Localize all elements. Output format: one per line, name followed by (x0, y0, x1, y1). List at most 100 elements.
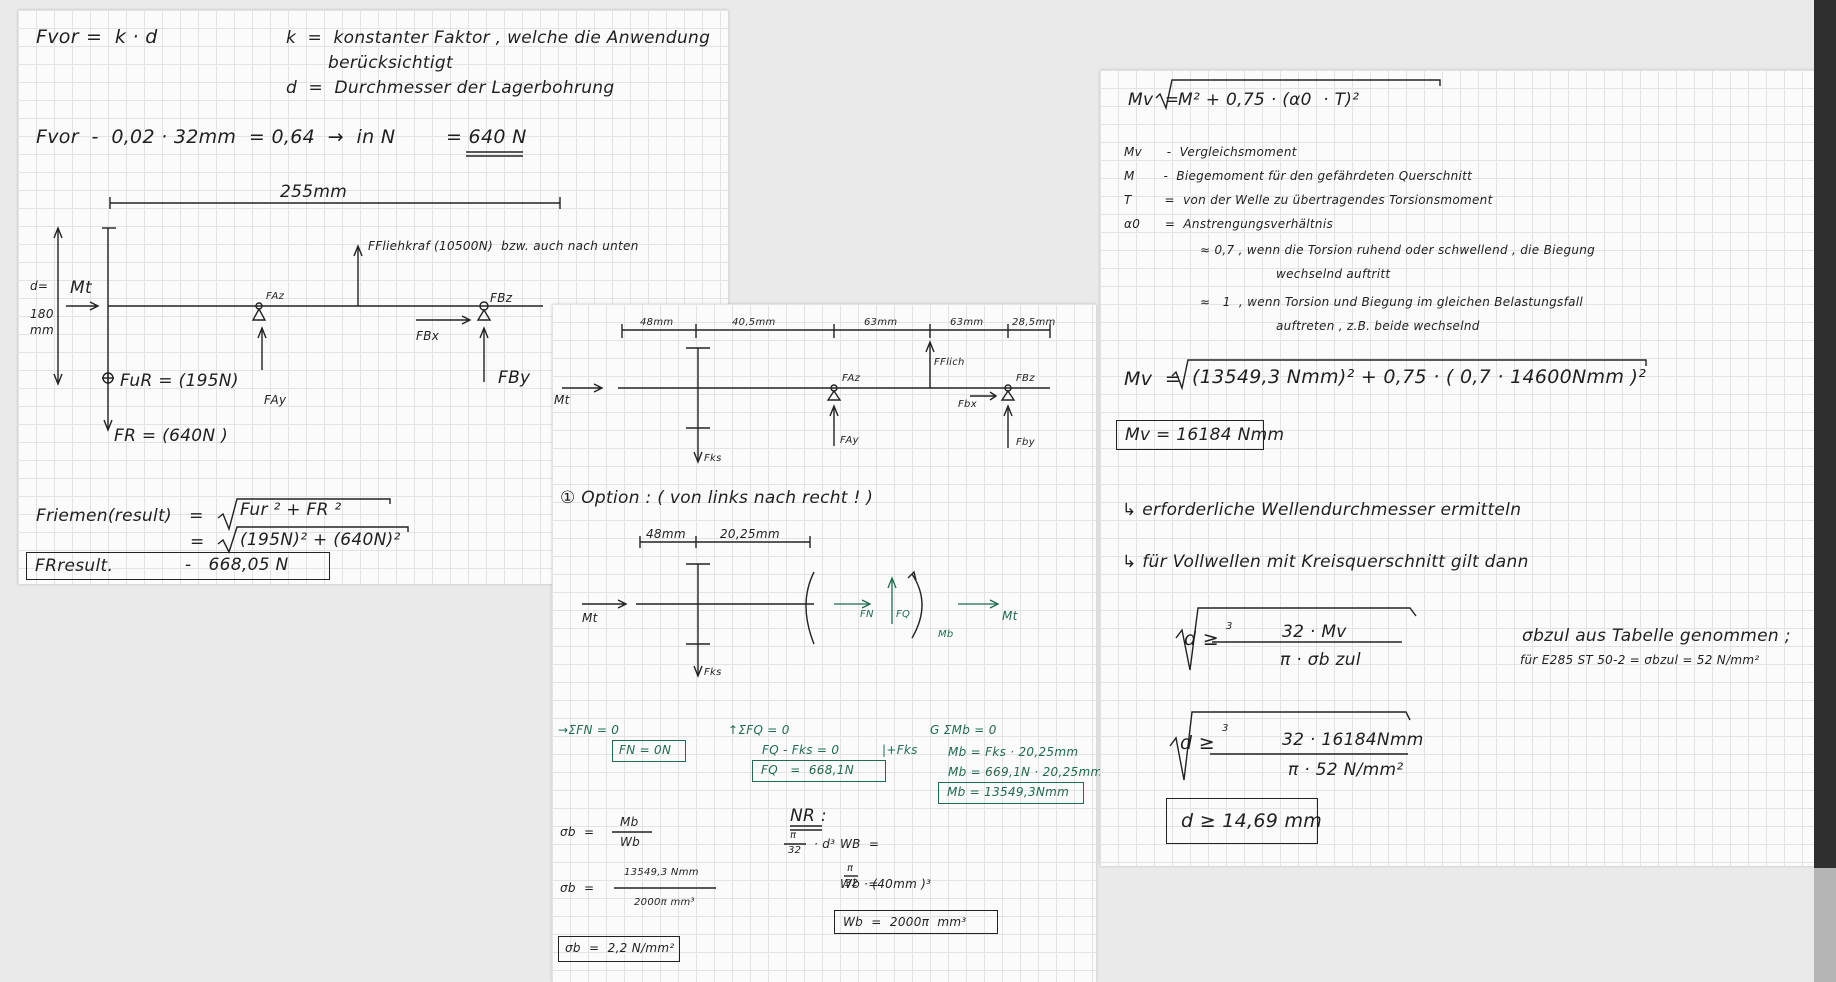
wb-result-box: Wb = 2000π mm³ (834, 910, 998, 934)
force-fbz: FBz (1016, 373, 1035, 384)
sigma-b-denominator-2: 2000π mm³ (634, 897, 695, 908)
k-definition: k = konstanter Faktor , welche die Anwen… (286, 28, 711, 48)
force-faz: FAz (842, 373, 861, 384)
alpha-case-2-cont: auftreten , z.B. beide wechselnd (1276, 319, 1480, 333)
torque-mt: Mt (70, 278, 92, 298)
mv-calc: Mv = (1124, 368, 1182, 390)
diameter-value: 180 (30, 307, 54, 321)
fresult-label: FRresult. (35, 556, 114, 576)
sigma-b-denominator: Wb (620, 835, 641, 849)
force-fbx: FBx (416, 329, 440, 343)
friemen-equals: = (190, 532, 205, 552)
alpha-case-1: ≈ 0,7 , wenn die Torsion ruhend oder sch… (1200, 243, 1596, 257)
mv-result: Mv = 16184 Nmm (1125, 425, 1285, 445)
definition-m: M - Biegemoment für den gefährdeten Quer… (1124, 169, 1473, 183)
k-definition-cont: berücksichtigt (328, 53, 453, 73)
wb-formula: WB = (840, 837, 880, 851)
sigma-b-numerator: Mb (620, 815, 639, 829)
fq-equation: FQ - Fks = 0 (762, 743, 840, 757)
wb-formula-2: Wb = (840, 877, 879, 891)
force-fks-2: Fks (704, 667, 722, 678)
mb-equation-2: Mb = 669,1N · 20,25mm (948, 765, 1103, 779)
force-fay: FAy (840, 435, 859, 446)
dim-28-5mm: 28,5mm (1012, 317, 1056, 328)
friemen-label: Friemen(result) = (36, 506, 204, 526)
d2-numerator: 32 · 16184Nmm (1282, 730, 1424, 750)
force-fbz: FBz (490, 291, 513, 305)
torque-mt-3: Mt (1002, 609, 1018, 623)
force-fur: FuR = (195N) (120, 371, 239, 391)
definition-alpha: α0 = Anstrengungsverhältnis (1124, 217, 1334, 231)
note-wellendurchmesser: ↳ erforderliche Wellendurchmesser ermitt… (1122, 500, 1522, 520)
d2-denominator: π · 52 N/mm² (1288, 760, 1404, 780)
d1-numerator: 32 · Mv (1282, 622, 1347, 642)
mv-result-box: Mv = 16184 Nmm (1116, 420, 1284, 450)
scrollbar-thumb[interactable] (1814, 868, 1836, 982)
sigma-note-1: σbzul aus Tabelle genommen ; (1522, 626, 1791, 646)
friemen-radicand-2: (195N)² + (640N)² (240, 530, 401, 550)
mb-result-box: Mb = 13549,3Nmm (938, 782, 1084, 804)
alpha-case-1-cont: wechselnd auftritt (1276, 267, 1391, 281)
note-page-2: 48mm 40,5mm 63mm 63mm 28,5mm Mt Fks FAz … (552, 304, 1102, 982)
note-page-1: Fvor = k · d k = konstanter Faktor , wel… (18, 10, 728, 584)
fq-result: FQ = 668,1N (761, 763, 855, 777)
wb-32: 32 (788, 845, 802, 856)
torque-mt-2: Mt (582, 611, 598, 625)
eq-sum-fq: ↑ΣFQ = 0 (728, 723, 790, 737)
force-fby: FBy (498, 368, 531, 388)
diameter-unit: mm (30, 323, 54, 337)
fq-plus-fks: |+Fks (882, 743, 918, 757)
force-fks: Fks (704, 453, 722, 464)
force-fq: FQ (896, 609, 911, 620)
note-page-3: Mv = M² + 0,75 · (α0 · T)² Mv - Vergleic… (1100, 70, 1832, 866)
friemen-radicand: Fur ² + FR ² (240, 500, 342, 520)
fn-result-box: FN = 0N (612, 740, 686, 762)
dim-63mm-a: 63mm (864, 317, 898, 328)
page1-diagram (53, 151, 561, 554)
eq-sum-fn: →ΣFN = 0 (558, 723, 620, 737)
sigma-b-formula: σb = (560, 825, 595, 839)
mb-result: Mb = 13549,3Nmm (947, 785, 1070, 799)
force-fflich: FFlich (934, 357, 965, 368)
d-definition: d = Durchmesser der Lagerbohrung (286, 78, 615, 98)
option-heading: ① Option : ( von links nach recht ! ) (560, 488, 874, 508)
nr-label: NR : (790, 806, 827, 826)
force-fay: FAy (264, 393, 287, 407)
sigma-note-2: für E285 ST 50-2 = σbzul = 52 N/mm² (1520, 653, 1760, 667)
force-fflieh: FFliehkraf (10500N) bzw. auch nach unten (368, 239, 639, 253)
fq-result-box: FQ = 668,1N (752, 760, 886, 782)
dim2-20-25mm: 20,25mm (720, 527, 780, 541)
mv-calc-radicand: (13549,3 Nmm)² + 0,75 · ( 0,7 · 14600Nmm… (1192, 366, 1647, 388)
wb2-pi: π (847, 863, 854, 874)
fresult-value: - 668,05 N (185, 555, 289, 575)
dim2-48mm: 48mm (646, 527, 686, 541)
d-inequality-1: d ≥ (1184, 628, 1219, 650)
d-inequality-2: d ≥ (1180, 732, 1215, 754)
eq-sum-mb: G ΣMb = 0 (930, 723, 997, 737)
fvor-result: = 640 N (446, 126, 527, 148)
dim-63mm-b: 63mm (950, 317, 984, 328)
fresult-box: FRresult. - 668,05 N (26, 552, 330, 580)
wb-pi: π (790, 830, 797, 841)
wb-40mm: · (40mm )³ (864, 877, 932, 891)
vertical-scrollbar[interactable] (1814, 0, 1836, 982)
note-vollwellen: ↳ für Vollwellen mit Kreisquerschnitt gi… (1122, 552, 1529, 572)
force-fbx: Fbx (958, 399, 977, 410)
force-fby: Fby (1016, 437, 1035, 448)
sigma-b-result: σb = 2,2 N/mm² (565, 941, 675, 955)
force-faz: FAz (266, 291, 285, 302)
mv-formula: Mv = (1128, 90, 1180, 110)
sigma-b-numerator-2: 13549,3 Nmm (624, 867, 699, 878)
mb-equation-1: Mb = Fks · 20,25mm (948, 745, 1079, 759)
sigma-b-formula-2: σb = (560, 881, 595, 895)
page3-diagram (1155, 79, 1647, 781)
d1-denominator: π · σb zul (1280, 650, 1361, 670)
d-result: d ≥ 14,69 mm (1181, 810, 1323, 832)
fvor-calculation: Fvor - 0,02 · 32mm = 0,64 → in N (36, 126, 396, 148)
alpha-case-2: ≈ 1 , wenn Torsion und Biegung im gleich… (1200, 295, 1584, 309)
wb-d3: · d³ (814, 837, 836, 851)
fvor-label: Fvor (36, 26, 79, 48)
wb-result: Wb = 2000π mm³ (843, 915, 967, 929)
force-fn: FN (860, 609, 874, 620)
dimension-255mm: 255mm (280, 182, 348, 202)
